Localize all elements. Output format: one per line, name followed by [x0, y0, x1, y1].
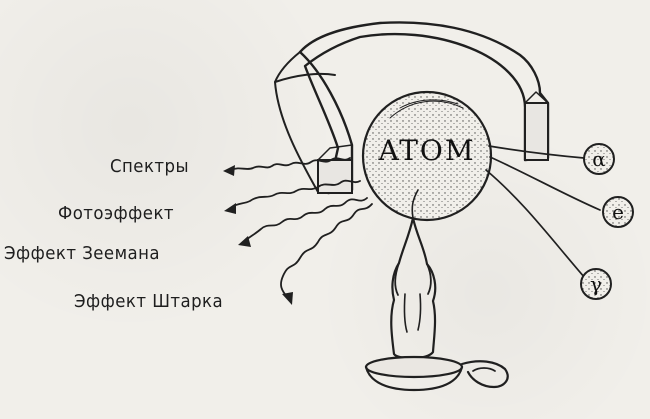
alpha-symbol: α [592, 147, 606, 171]
label-spectra: Спектры [110, 156, 190, 177]
electron-symbol: e [612, 200, 624, 224]
particle-gamma: γ [580, 268, 612, 300]
candle-holder [364, 355, 509, 392]
label-photoeffect: Фотоэффект [58, 203, 175, 224]
emission-rays [223, 157, 373, 305]
atom-sphere: ATOM [361, 90, 493, 222]
horseshoe-magnet [274, 21, 550, 195]
label-stark-effect: Эффект Штарка [74, 291, 224, 312]
atom-label: ATOM [378, 134, 476, 167]
particle-electron: e [602, 196, 634, 228]
candle [390, 189, 437, 360]
label-zeeman-effect: Эффект Зеемана [4, 243, 161, 264]
gamma-symbol: γ [590, 272, 602, 296]
particle-alpha: α [583, 143, 615, 175]
particle-paths [485, 145, 601, 279]
